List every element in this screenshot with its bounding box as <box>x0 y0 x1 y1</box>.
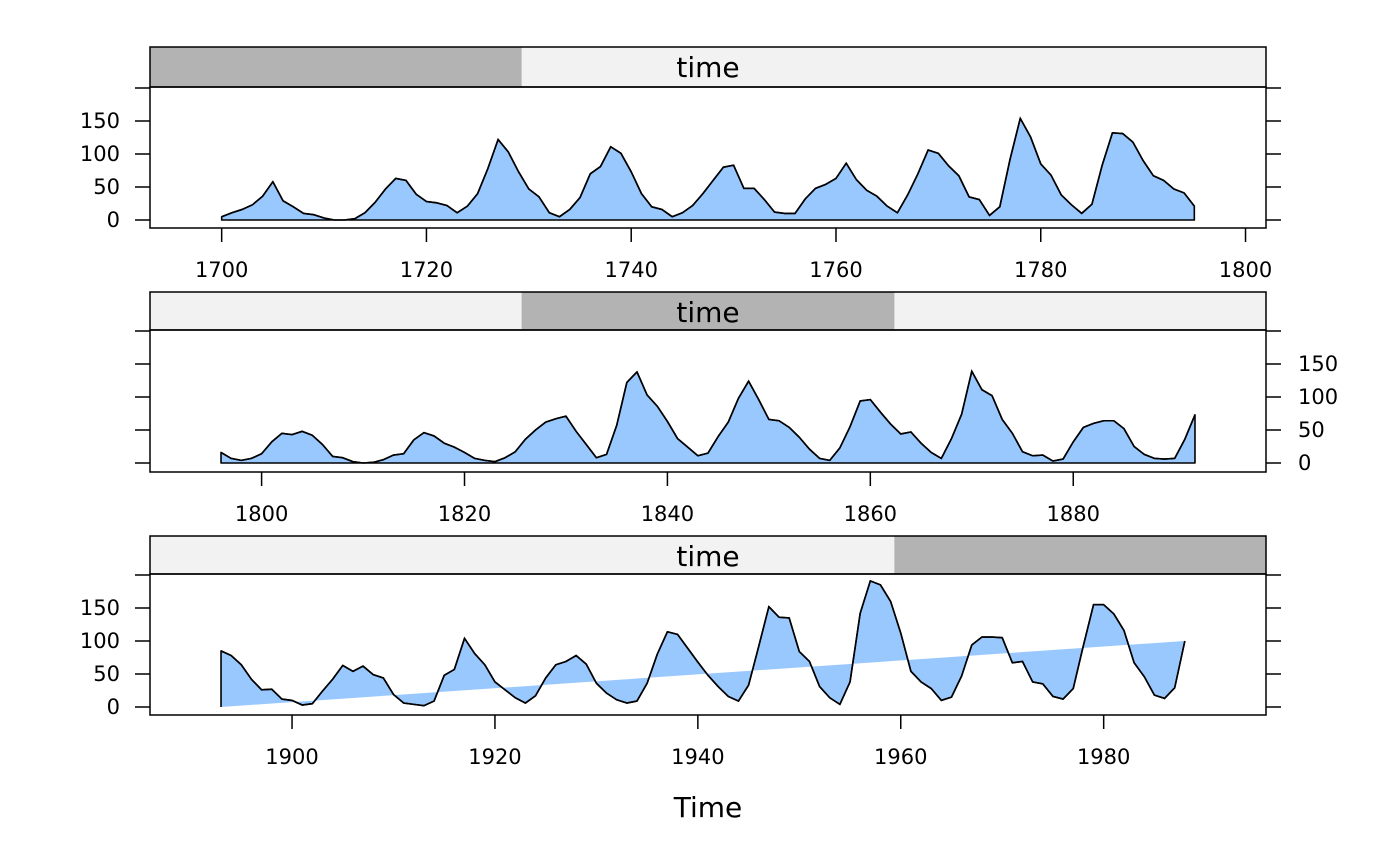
y-tick-label: 50 <box>93 662 120 686</box>
series-area <box>220 117 1196 221</box>
x-tick-label: 1900 <box>265 745 318 769</box>
series-line <box>220 579 1186 707</box>
strip-label: time <box>676 296 739 329</box>
x-tick-label: 1920 <box>468 745 521 769</box>
series-line <box>221 116 1195 221</box>
series-area <box>220 580 1186 707</box>
y-tick-label: 150 <box>80 596 120 620</box>
y-tick-label: 50 <box>93 175 120 199</box>
y-tick-label: 0 <box>107 208 120 232</box>
x-tick-label: 1820 <box>438 502 491 526</box>
strip-highlight <box>150 47 522 87</box>
x-tick-label: 1880 <box>1047 502 1100 526</box>
panel-2: time 0 50 100 150 1800 1820 1840 1860 1880 <box>135 291 1338 526</box>
x-tick-label: 1780 <box>1014 258 1067 282</box>
x-tick-label: 1720 <box>400 258 453 282</box>
panel-3: time 0 50 100 150 1900 1920 1940 1960 1980 <box>80 535 1281 769</box>
y-tick-label: 100 <box>80 142 120 166</box>
x-tick-label: 1940 <box>671 745 724 769</box>
x-tick-label: 1840 <box>641 502 694 526</box>
series-line <box>220 369 1196 464</box>
y-tick-label: 0 <box>1298 451 1311 475</box>
panel-border <box>149 573 1267 716</box>
x-tick-label: 1760 <box>809 258 862 282</box>
x-tick-label: 1860 <box>844 502 897 526</box>
series-area <box>220 370 1196 464</box>
x-tick-label: 1960 <box>874 745 927 769</box>
strip-highlight <box>894 536 1266 574</box>
panel-border <box>149 329 1267 473</box>
y-tick-label: 0 <box>107 695 120 719</box>
strip-highlight <box>521 292 895 330</box>
y-tick-label: 150 <box>1298 352 1338 376</box>
strip-label: time <box>676 51 739 84</box>
x-tick-label: 1800 <box>1219 258 1272 282</box>
x-tick-label: 1740 <box>604 258 657 282</box>
panel-border <box>149 86 1267 229</box>
y-tick-label: 100 <box>80 629 120 653</box>
y-tick-label: 100 <box>1298 385 1338 409</box>
x-tick-label: 1800 <box>235 502 288 526</box>
x-axis-title: Time <box>673 791 743 824</box>
y-tick-label: 50 <box>1298 418 1325 442</box>
x-tick-label: 1700 <box>195 258 248 282</box>
x-tick-label: 1980 <box>1077 745 1130 769</box>
strip-label: time <box>676 540 739 573</box>
panel-1: time 0 50 100 150 1700 1720 1740 1760 1780 1800 <box>80 46 1281 282</box>
y-tick-label: 150 <box>80 109 120 133</box>
